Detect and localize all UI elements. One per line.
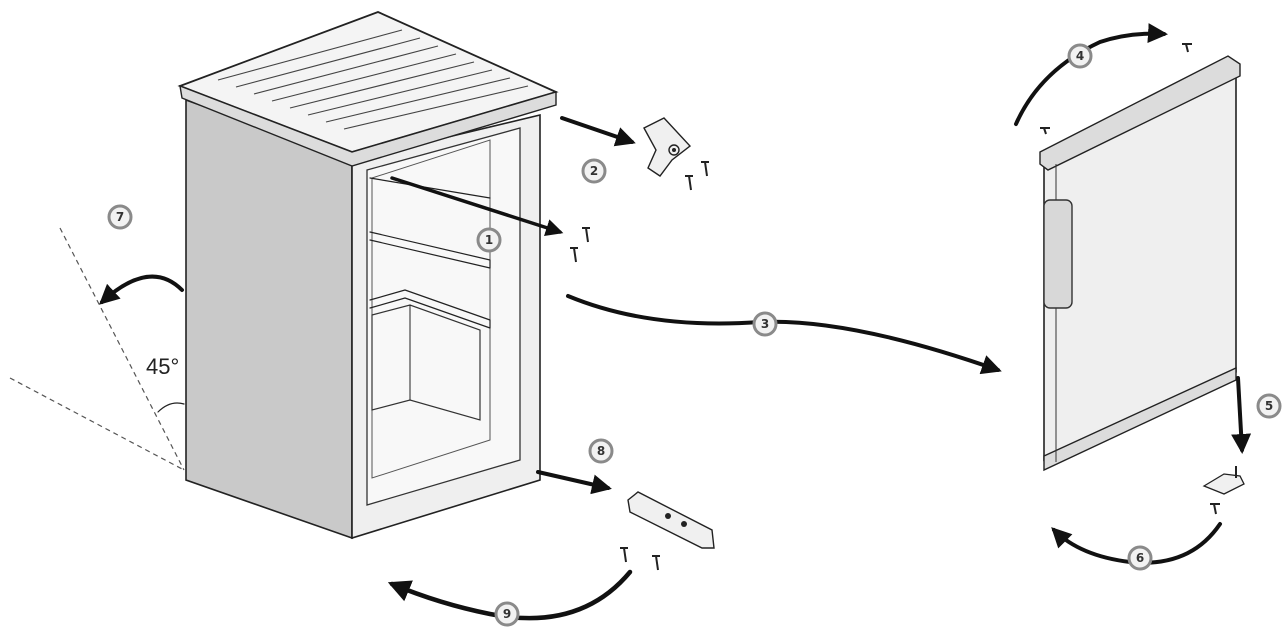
door-top-edge [1039,55,1241,171]
step-markers: 1 2 3 4 5 6 7 8 9 [107,43,1282,627]
worktop-ridges [217,29,529,130]
step-number: 7 [116,210,124,224]
bottom-hinge-bracket [627,491,715,549]
angle-label: 45° [146,354,179,379]
step-marker-2: 2 [581,158,607,184]
step-number: 8 [597,444,605,458]
step-circle [107,204,133,230]
arrow-step-5 [1231,376,1252,454]
step-number: 4 [1076,49,1084,63]
step-number: 6 [1136,551,1144,565]
step-number: 3 [761,317,769,331]
step-circle [581,158,607,184]
fridge-door [1014,23,1241,472]
step-circle [588,438,614,464]
step-number: 1 [485,233,493,247]
door-panel [1043,70,1237,462]
step-circle [476,227,502,253]
door-handle [1043,199,1073,309]
step-marker-8: 8 [588,438,614,464]
tilt-arrow [99,274,184,305]
step-number: 5 [1265,399,1273,413]
tilt-guide-line-lower [9,377,185,471]
step-circle [1256,393,1282,419]
bottom-hinge-parts [387,470,715,621]
step-number: 2 [590,164,598,178]
step-marker-7: 7 [107,204,133,230]
step-marker-3: 3 [752,311,778,337]
arrow-step-1 [390,176,564,237]
door-hinge-pin-bracket [1202,473,1245,495]
step-marker-6: 6 [1127,545,1153,571]
step-marker-5: 5 [1256,393,1282,419]
arrow-step-3 [566,294,1002,375]
door-bottom-edge [1043,366,1237,472]
arrow-step-2 [560,116,636,147]
step-circle [1127,545,1153,571]
top-hinge-bracket [643,117,692,177]
tilt-guide-line-upper [59,227,185,471]
top-hinge-parts [390,116,709,263]
tilt-angle-guide: 45° [9,227,185,471]
step-marker-9: 9 [494,601,520,627]
fridge-worktop-edge [179,84,557,167]
arrow-step-8 [536,470,612,495]
arrow-step-9 [387,569,633,621]
fridge-cabinet [177,11,559,540]
step-circle [494,601,520,627]
fridge-shelf-1 [369,177,491,199]
fridge-shelf-3 [369,289,491,329]
step-marker-4: 4 [1067,43,1093,69]
fridge-shelf-2 [369,231,491,269]
step-marker-1: 1 [476,227,502,253]
hinge-screws [570,161,709,263]
step-circle [1067,43,1093,69]
step-circle [752,311,778,337]
arrow-step-4 [1014,23,1168,126]
step-number: 9 [503,607,511,621]
fridge-side-panel [185,98,353,540]
